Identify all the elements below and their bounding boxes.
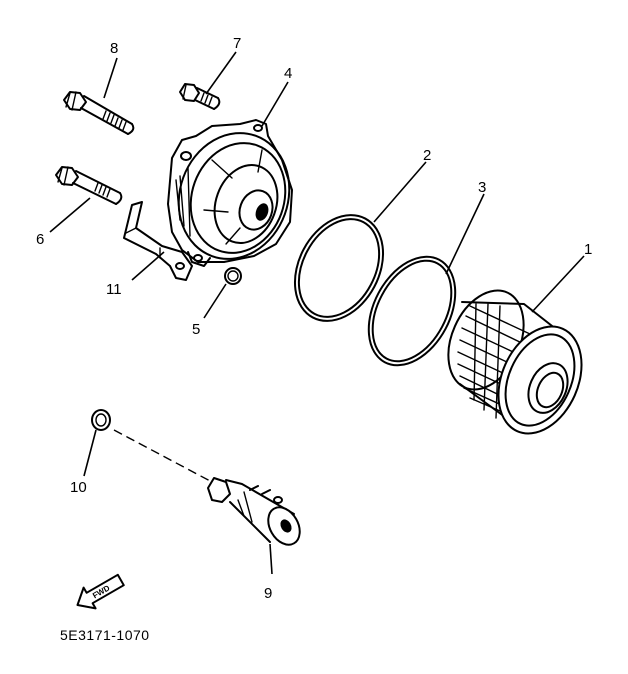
callout-1: 1	[584, 241, 592, 258]
part-8-bolt[interactable]	[63, 91, 135, 135]
part-6-bolt[interactable]	[55, 166, 123, 205]
callout-4: 4	[284, 65, 292, 82]
installation-line	[113, 429, 213, 483]
callout-7: 7	[233, 35, 241, 52]
part-10-washer[interactable]	[91, 409, 111, 431]
part-11-bracket[interactable]	[123, 201, 193, 281]
drawing-number: 5E3171-1070	[60, 627, 150, 643]
part-5-small-o-ring[interactable]	[224, 267, 242, 285]
callout-11: 11	[106, 281, 122, 298]
callout-5: 5	[192, 321, 200, 338]
callout-10: 10	[70, 479, 87, 496]
callout-2: 2	[423, 147, 431, 164]
leader-lines	[49, 51, 585, 575]
part-9-fitting[interactable]	[207, 477, 306, 550]
callout-9: 9	[264, 585, 272, 602]
callout-3: 3	[478, 179, 486, 196]
forward-arrow-icon: FWD	[76, 573, 125, 610]
part-7-bolt[interactable]	[179, 83, 221, 110]
part-4-filter-cover[interactable]	[161, 117, 306, 274]
part-3-o-ring[interactable]	[351, 242, 473, 380]
callout-8: 8	[110, 40, 118, 57]
part-2-o-ring[interactable]	[277, 200, 400, 336]
callout-6: 6	[36, 231, 44, 248]
part-1-filter-element[interactable]	[434, 279, 598, 447]
